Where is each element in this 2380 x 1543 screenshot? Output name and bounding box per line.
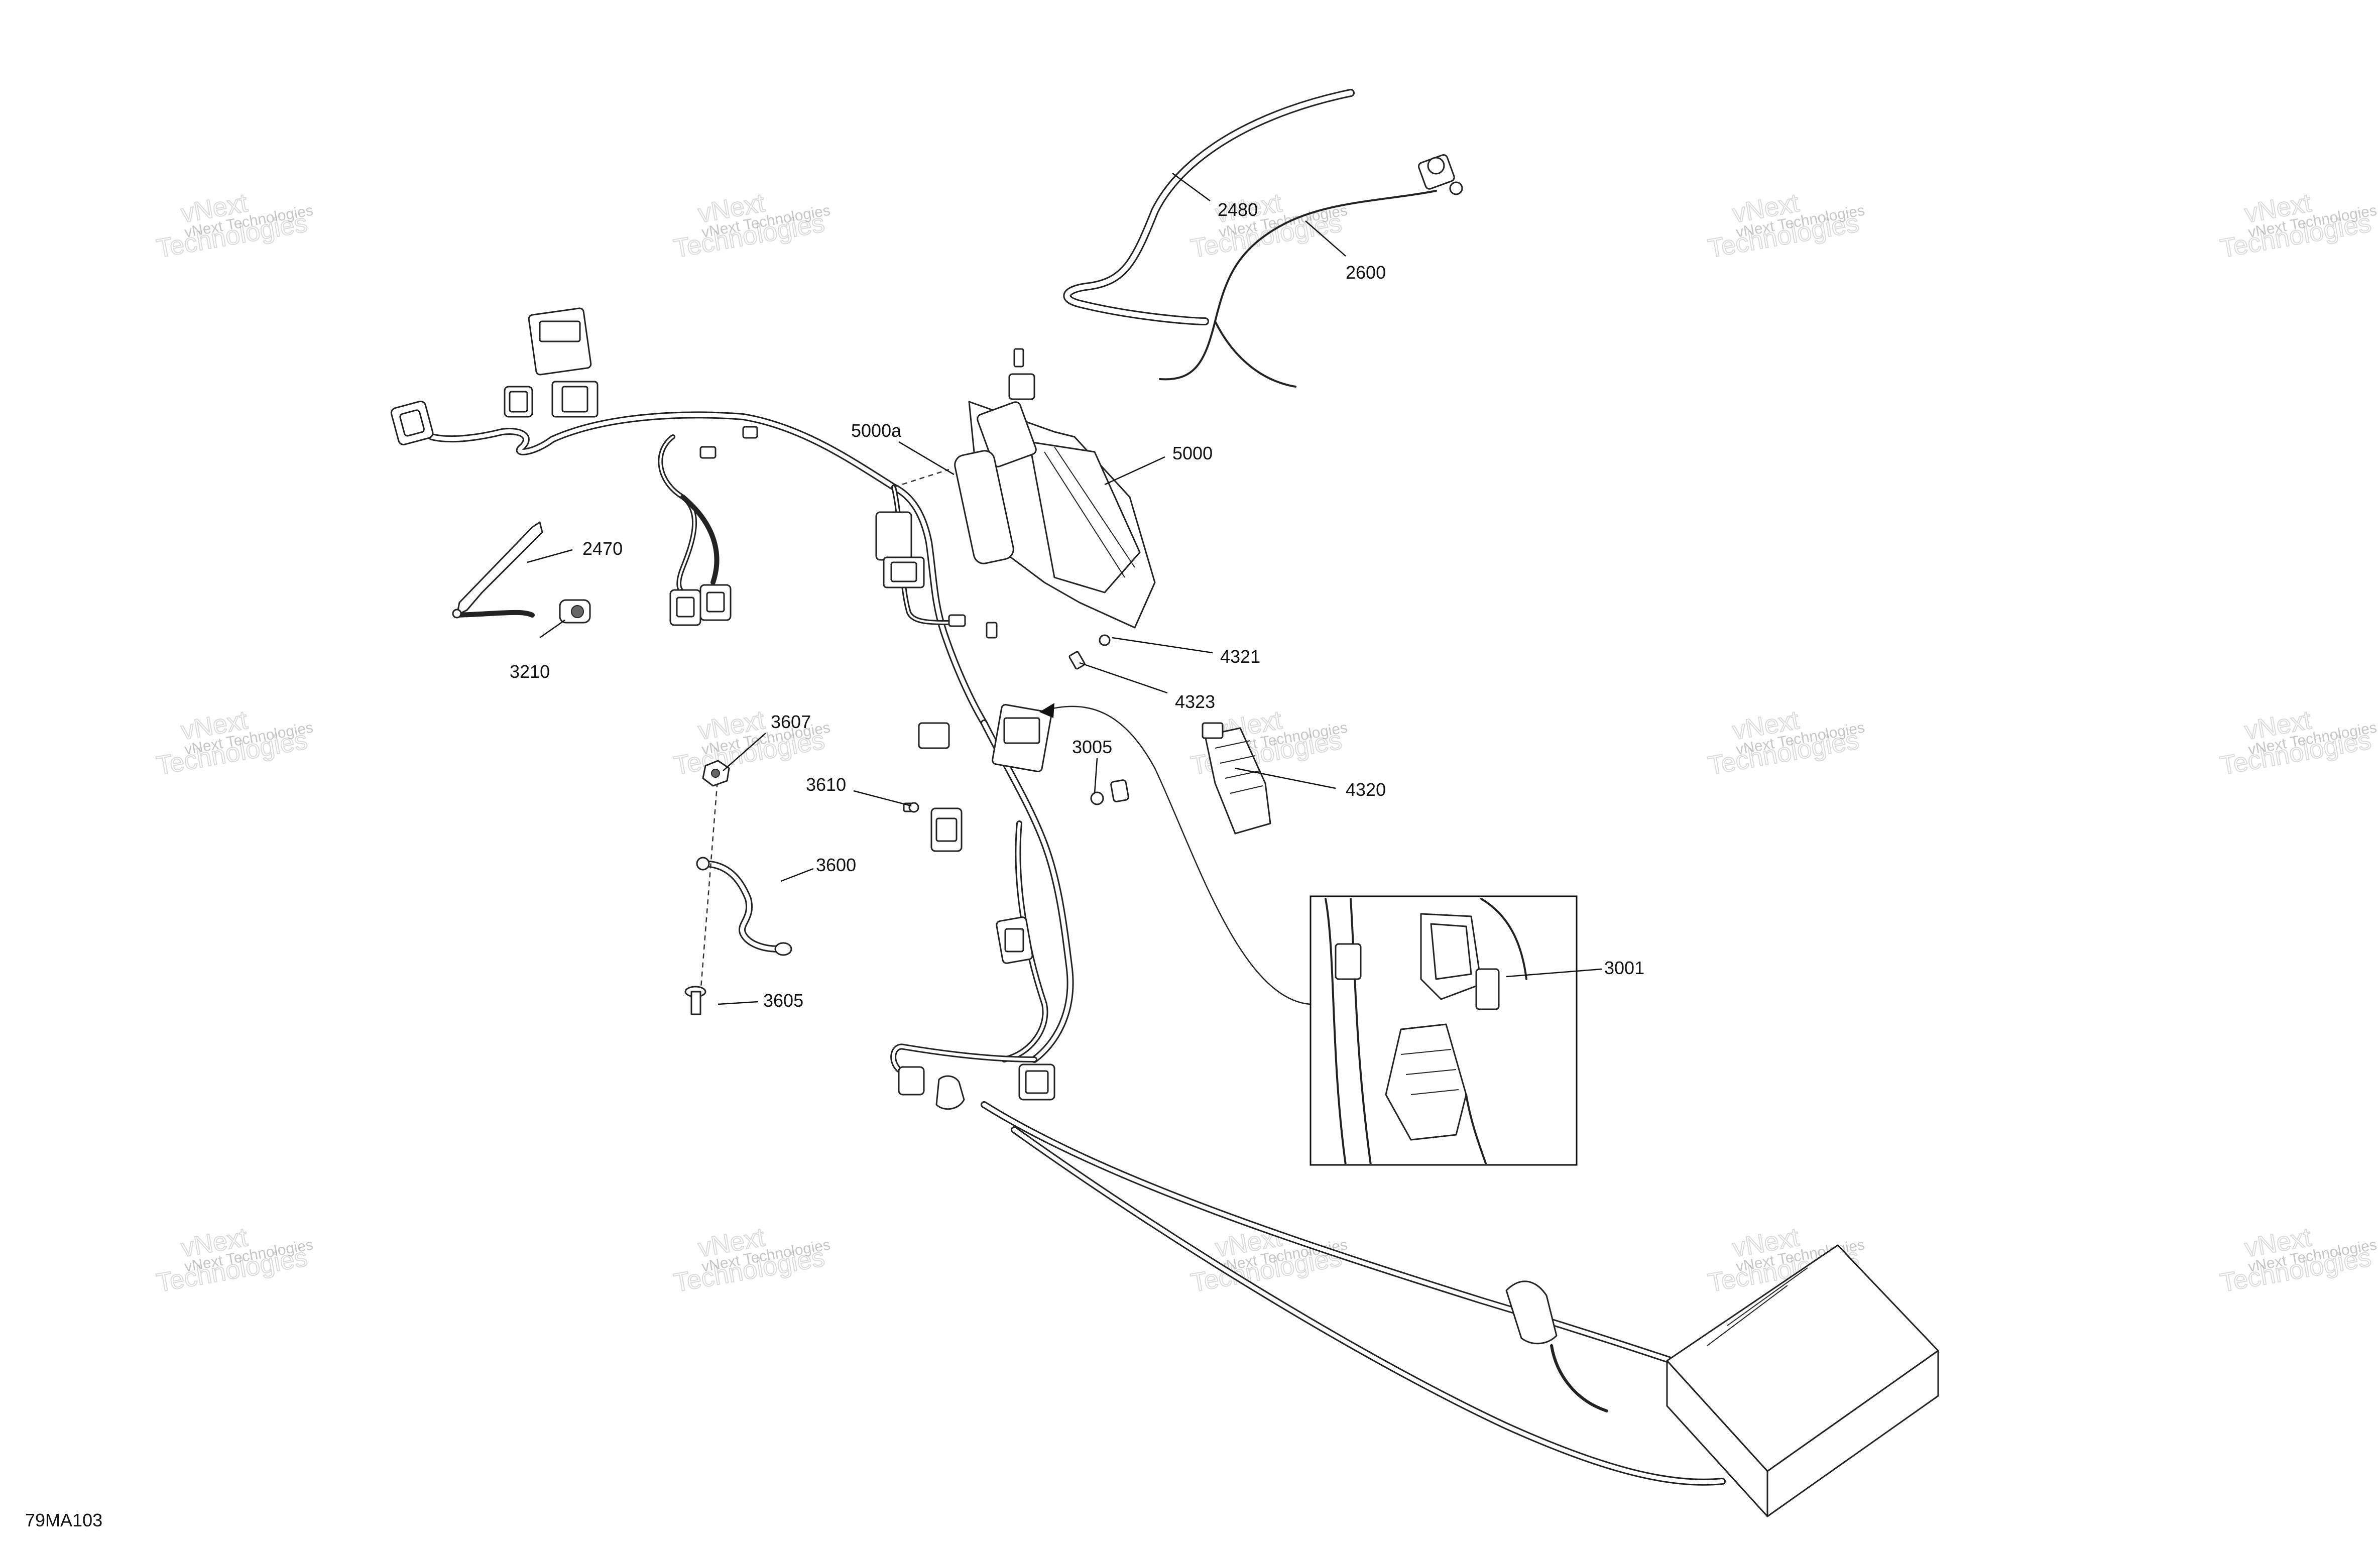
watermark-6: vNext Technologies vNext Technologies <box>154 705 315 781</box>
callout-3005: 3005 <box>1072 737 1112 757</box>
connector-under-5000a <box>875 511 925 588</box>
connector-top-left-large <box>528 307 599 418</box>
connector-center <box>918 703 1052 773</box>
watermark-12: vNext Technologies vNext Technologies <box>671 1222 832 1298</box>
watermark-15: vNext Technologies vNext Technologies <box>2218 1222 2378 1298</box>
sensor-connector-2600 <box>1418 154 1463 195</box>
callout-5000: 5000 <box>1172 443 1213 463</box>
connector-left-end <box>390 400 434 445</box>
callouts: 2480 2600 5000a 5000 2470 3210 4321 4323… <box>510 199 1644 1011</box>
dash-5000a <box>893 468 949 488</box>
callout-4320: 4320 <box>1346 779 1386 800</box>
wire-2600 <box>1159 154 1463 388</box>
callout-3600: 3600 <box>816 855 856 875</box>
watermark-4: vNext Technologies vNext Technologies <box>1706 188 1866 264</box>
dash-3607-3605 <box>699 773 719 995</box>
ground-cable-3600 <box>696 857 792 956</box>
leader-lines <box>527 172 1602 1005</box>
watermark-5: vNext Technologies vNext Technologies <box>2218 188 2378 264</box>
callout-5000a: 5000a <box>851 420 902 441</box>
connector-3610-group <box>930 807 963 852</box>
watermark-7: vNext Technologies vNext Technologies <box>671 705 832 781</box>
watermark-9: vNext Technologies vNext Technologies <box>1706 705 1866 781</box>
callout-2480: 2480 <box>1218 199 1258 220</box>
watermark-3: vNext Technologies vNext Technologies <box>1188 188 1349 264</box>
detail-arrow-icon <box>1039 703 1054 718</box>
connector-left-small <box>504 386 533 418</box>
watermark-2: vNext Technologies vNext Technologies <box>671 188 832 264</box>
relay-box-4320 <box>1202 722 1271 835</box>
callout-3605: 3605 <box>763 990 803 1011</box>
fuse-3005 <box>1090 779 1129 805</box>
callout-2470: 2470 <box>582 538 623 559</box>
watermark-1: vNext Technologies vNext Technologies <box>154 188 315 264</box>
detail-view-3001 <box>1039 703 1578 1166</box>
connector-loop-pair <box>669 584 732 626</box>
callout-3607: 3607 <box>771 711 811 732</box>
part-2470 <box>452 521 543 619</box>
callout-3610: 3610 <box>806 774 846 795</box>
nut-3607 <box>702 760 730 787</box>
main-harness <box>428 411 1726 1486</box>
hose-2480 <box>1063 89 1355 325</box>
callout-4321: 4321 <box>1220 646 1260 667</box>
sensor-3210 <box>559 599 591 624</box>
callout-2600: 2600 <box>1346 262 1386 283</box>
watermark-11: vNext Technologies vNext Technologies <box>154 1222 315 1298</box>
bolt-3605 <box>684 986 706 1015</box>
watermark-13: vNext Technologies vNext Technologies <box>1188 1222 1349 1298</box>
connector-mid-lower <box>996 916 1033 964</box>
harness-connectors <box>390 307 1055 1110</box>
watermarks: vNext Technologies vNext Technologies vN… <box>154 188 2378 1298</box>
drawing-id: 79MA103 <box>25 1510 102 1530</box>
fasteners-4321-4323 <box>986 348 1111 670</box>
connector-bottom-pair <box>898 1063 1055 1110</box>
battery <box>1505 1244 1939 1517</box>
callout-3210: 3210 <box>510 661 550 682</box>
callout-4323: 4323 <box>1175 691 1215 712</box>
callout-3001: 3001 <box>1604 958 1644 978</box>
watermark-10: vNext Technologies vNext Technologies <box>2218 705 2378 781</box>
ecu-module-5000 <box>954 373 1156 629</box>
